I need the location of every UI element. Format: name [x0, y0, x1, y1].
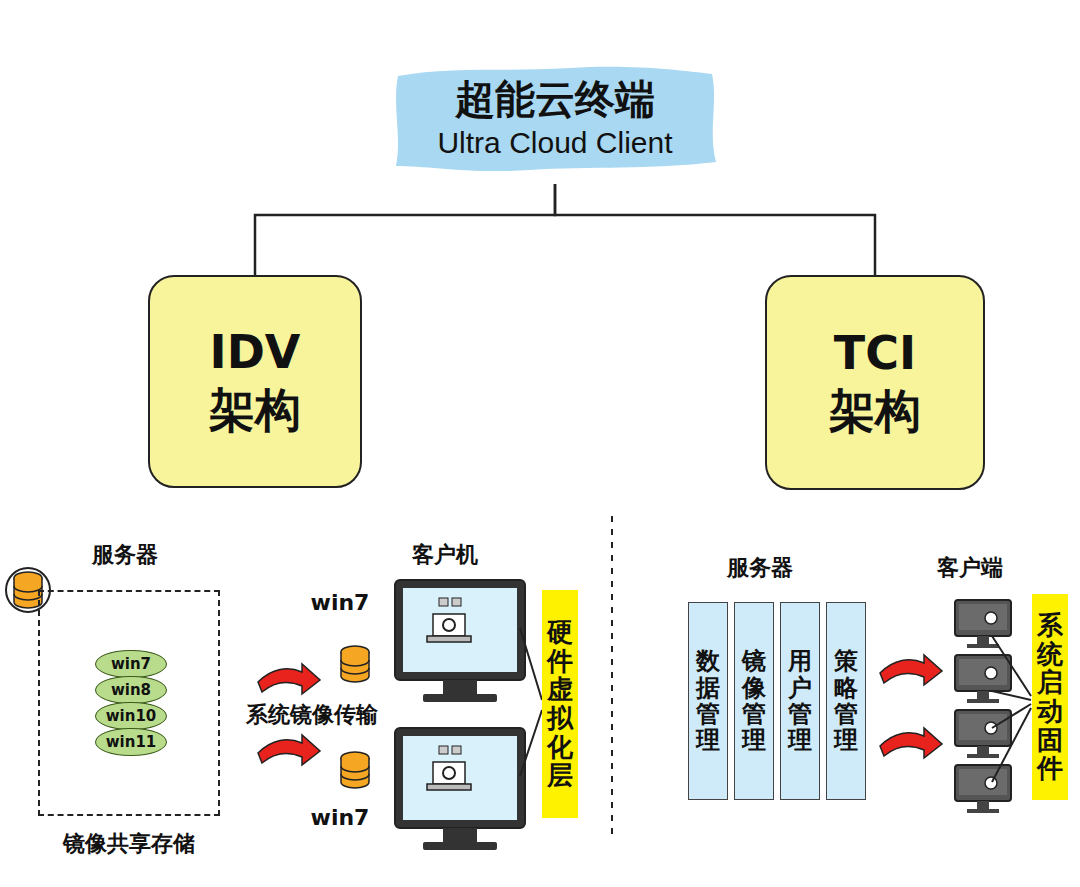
node-title: win7 — [111, 655, 151, 674]
node-title: 数据管理 — [696, 648, 720, 754]
node-title: IDV 架构 — [195, 324, 315, 439]
section-label: 客户端 — [937, 553, 1003, 583]
section-label: 系统镜像传输 — [246, 700, 378, 730]
module-column: 镜像管理 — [734, 602, 774, 800]
module-column: 用户管理 — [780, 602, 820, 800]
architecture-box: TCI 架构 — [765, 275, 985, 490]
node-title: win11 — [106, 733, 157, 752]
node-title: 镜像管理 — [742, 648, 766, 754]
node-title: 用户管理 — [788, 648, 812, 754]
highlight-band: 系统启动固件 — [1032, 594, 1068, 800]
node-title: 策略管理 — [834, 648, 858, 754]
tree-connector — [555, 184, 875, 275]
os-label: win7 — [311, 805, 370, 830]
tree-connector — [255, 184, 555, 275]
node-title: win8 — [111, 681, 151, 700]
os-label: win7 — [311, 590, 370, 615]
section-label: 客户机 — [412, 540, 478, 570]
architecture-box: IDV 架构 — [148, 275, 362, 488]
title-banner: 超能云终端Ultra Cloud Client — [390, 62, 720, 174]
node-title: 硬件虚拟化层 — [547, 618, 573, 790]
image-oval: win11 — [95, 728, 167, 757]
storage-box: 镜像共享存储win7win8win10win11 — [38, 590, 220, 816]
node-title: 超能云终端 — [455, 74, 655, 124]
module-column: 策略管理 — [826, 602, 866, 800]
node-title: 镜像共享存储 — [63, 830, 195, 858]
image-oval: win8 — [95, 676, 167, 705]
highlight-band: 硬件虚拟化层 — [542, 590, 578, 818]
node-title: win10 — [106, 707, 157, 726]
node-title: 系统启动固件 — [1037, 611, 1063, 783]
section-label: 服务器 — [727, 553, 793, 583]
image-oval: win7 — [95, 650, 167, 679]
image-oval: win10 — [95, 702, 167, 731]
section-label: 服务器 — [92, 540, 158, 570]
node-title: TCI 架构 — [815, 325, 935, 440]
node-subtitle: Ultra Cloud Client — [437, 124, 672, 162]
module-column: 数据管理 — [688, 602, 728, 800]
